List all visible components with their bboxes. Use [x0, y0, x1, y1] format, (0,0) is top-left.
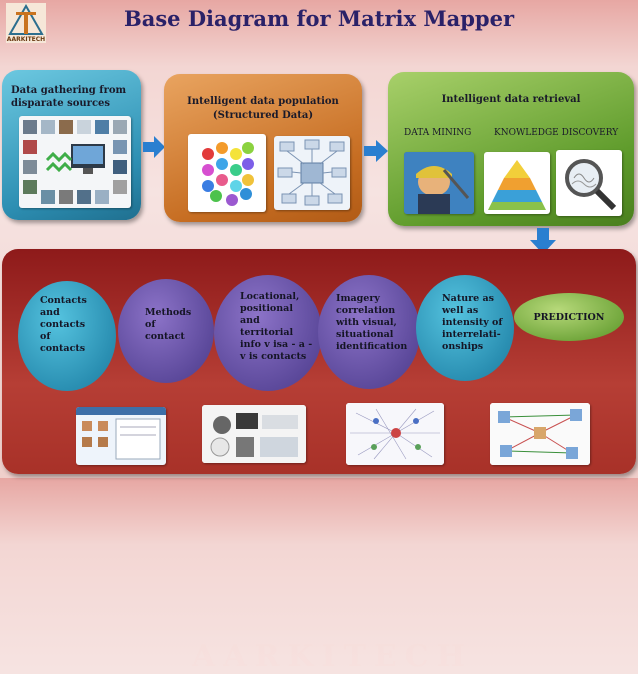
imagery-line: Imagery — [336, 293, 380, 304]
stage1-label-line2: disparate sources — [11, 98, 111, 109]
arrow-right-icon — [364, 140, 388, 162]
contacts-screenshot-image — [76, 407, 166, 465]
locational-line: Locational, — [240, 291, 300, 302]
ellipse-imagery-correlation — [318, 275, 420, 389]
ellipse-contacts — [18, 281, 116, 391]
locational-line: and — [240, 315, 260, 326]
contacts-line: and — [40, 307, 60, 318]
relationship-diagram-image — [490, 403, 590, 465]
knowledge-pyramid-image — [484, 152, 550, 214]
imagery-text: Imagery correlation with visual, situati… — [336, 293, 407, 353]
stage-data-population-panel: Intelligent data population (Structured … — [164, 74, 362, 222]
locational-line: v is contacts — [240, 351, 307, 362]
imagery-line: situational — [336, 329, 394, 340]
contacts-line: contacts — [40, 319, 86, 330]
methods-line: Methods — [145, 307, 192, 318]
locational-line: territorial — [240, 327, 294, 338]
ellipse-prediction — [514, 293, 624, 341]
database-structure-image — [274, 136, 350, 210]
imagery-line: correlation — [336, 305, 396, 316]
stage3-label: Intelligent data retrieval — [441, 94, 581, 105]
ellipse-interrelationships — [416, 275, 514, 381]
page-title: Base Diagram for Matrix Mapper — [123, 6, 515, 31]
contacts-line: contacts — [40, 343, 86, 354]
ellipse-locational-info — [214, 275, 322, 391]
contacts-line: of — [40, 331, 51, 342]
data-cube-image — [188, 134, 266, 212]
data-mining-image — [404, 152, 474, 214]
imagery-line: with visual, — [336, 317, 397, 328]
locational-text: Locational, positional and territorial i… — [240, 291, 312, 363]
methods-line: of — [145, 319, 156, 330]
contacts-text: Contacts and contacts of contacts — [40, 295, 87, 355]
stage2-label-line1: Intelligent data population — [187, 96, 339, 107]
data-sources-collage-image — [19, 116, 131, 208]
logo-text: AARKITECH — [6, 36, 46, 43]
magnifying-glass-image — [556, 150, 622, 216]
stage-data-gathering-panel: Data gathering from disparate sources — [2, 70, 141, 220]
outcomes-panel: AARKITECH Contacts and contacts of conta… — [2, 249, 636, 674]
stage1-label-line1: Data gathering from — [11, 85, 127, 96]
contacts-line: Contacts — [40, 295, 87, 306]
imagery-line: identification — [336, 341, 408, 352]
locations-screenshot-image — [202, 405, 306, 463]
arrow-down-icon — [530, 228, 556, 254]
locational-line: info v isa - a - — [240, 339, 313, 350]
data-mining-label: DATA MINING — [404, 128, 472, 138]
interrelationships-text: Nature as well as intensity of interrela… — [442, 293, 502, 353]
watermark-text: AARKITECH — [192, 639, 474, 674]
stage-data-retrieval-panel: Intelligent data retrieval DATA MINING K… — [388, 72, 634, 226]
arrow-right-icon — [143, 136, 165, 158]
methods-line: contact — [145, 331, 185, 342]
aarkitech-logo-icon — [6, 3, 46, 43]
locational-line: positional — [240, 303, 293, 314]
interrelationships-line: interrelati- — [442, 329, 501, 340]
knowledge-discovery-label: KNOWLEDGE DISCOVERY — [494, 128, 619, 138]
interrelationships-line: Nature as — [442, 293, 494, 304]
prediction-text: PREDICTION — [533, 312, 605, 323]
interrelationships-line: intensity of — [442, 317, 503, 328]
methods-text: Methods of contact — [145, 307, 191, 343]
interrelationships-line: well as — [442, 305, 479, 316]
imagery-network-image — [346, 403, 444, 465]
ellipse-methods-of-contact — [118, 279, 214, 383]
stage2-label-line2: (Structured Data) — [212, 110, 314, 121]
interrelationships-line: onships — [442, 341, 484, 352]
